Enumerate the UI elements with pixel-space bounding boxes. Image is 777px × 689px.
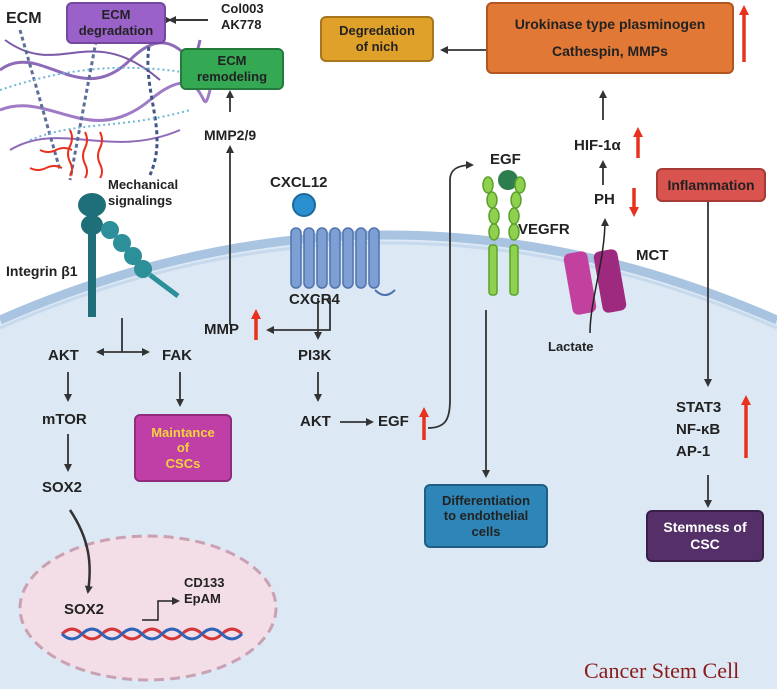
stat3-label: STAT3: [676, 399, 722, 416]
ak778-label: AK778: [221, 17, 262, 32]
inflammation-box: Inflammation: [656, 168, 766, 202]
egf-mid-label: EGF: [378, 413, 409, 430]
ph-label: PH: [594, 191, 615, 208]
ecm-fibers: [0, 19, 212, 181]
hif-label: HIF-1α: [574, 137, 621, 154]
vegfr-label: VEGFR: [518, 221, 570, 238]
nfkb-label: NF-κB: [676, 421, 721, 438]
mechanical-force-arrows: [29, 129, 103, 179]
mechanical-label-line2: signalings: [108, 193, 173, 208]
col003-label: Col003: [221, 1, 264, 16]
sox2-cyto-label: SOX2: [42, 479, 83, 496]
figure-caption: Cancer Stem Cell: [584, 658, 740, 683]
akt-mid-label: AKT: [300, 413, 331, 430]
vegfr-receptor: [482, 176, 526, 296]
nucleus: [18, 534, 278, 682]
mct-transporter: [563, 249, 627, 315]
ecm-label: ECM: [6, 10, 42, 27]
cxcr4-receptor: [290, 227, 380, 289]
mmp29-label: MMP2/9: [204, 127, 257, 143]
integrin-label: Integrin β1: [6, 263, 78, 279]
ap1-label: AP-1: [676, 443, 711, 460]
akt-left-label: AKT: [48, 347, 79, 364]
cxcl12-label: CXCL12: [270, 174, 328, 191]
fak-label: FAK: [162, 347, 192, 364]
mct-label: MCT: [636, 247, 669, 264]
cxcl12-ligand: [292, 193, 316, 217]
epam-label: EpAM: [184, 591, 221, 606]
lactate-label: Lactate: [548, 339, 594, 354]
egf-ligand: [498, 170, 518, 190]
mmp-label: MMP: [204, 321, 239, 338]
cell-membrane: [0, 230, 777, 325]
mtor-label: mTOR: [42, 411, 87, 428]
integrin-receptor: [78, 193, 180, 317]
red-indicator-arrows: [251, 5, 751, 458]
mechanical-label-line1: Mechanical: [108, 177, 179, 192]
cxcr4-label: CXCR4: [289, 291, 340, 308]
sox2-nucleus-label: SOX2: [64, 601, 105, 618]
pi3k-label: PI3K: [298, 347, 332, 364]
cd133-label: CD133: [184, 575, 225, 590]
dna-helix: [60, 627, 244, 641]
egf-top-label: EGF: [490, 151, 521, 168]
pathway-arrows: [64, 16, 712, 594]
